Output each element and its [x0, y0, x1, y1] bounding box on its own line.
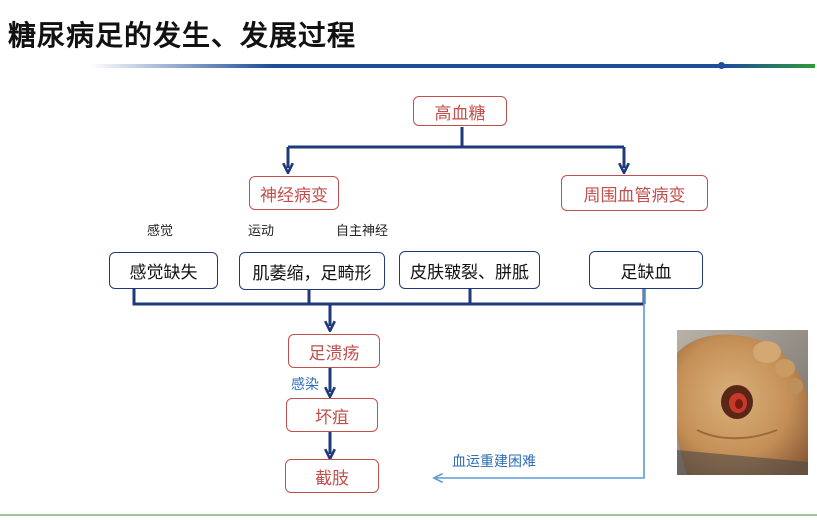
- box-hyperglycemia: 高血糖: [413, 96, 507, 126]
- label-autonomic: 自主神经: [336, 224, 389, 239]
- foot-ulcer-photo: [677, 330, 808, 475]
- label-infection: 感染: [291, 377, 319, 393]
- title-underline: [90, 64, 815, 68]
- page-title: 糖尿病足的发生、发展过程: [8, 19, 357, 52]
- box-gangrene: 坏疽: [286, 398, 378, 432]
- box-vasculopathy: 周围血管病变: [561, 175, 708, 211]
- box-skin-cracks: 皮肤皲裂、胼胝: [399, 251, 540, 289]
- box-foot-ulcer: 足溃疡: [288, 334, 380, 368]
- box-neuropathy: 神经病变: [249, 176, 339, 210]
- title-underline-dot: [718, 62, 725, 69]
- label-motor: 运动: [248, 224, 275, 239]
- footer-rule: [0, 514, 817, 516]
- connector-row-join: [132, 289, 646, 306]
- box-foot-ischemia: 足缺血: [589, 251, 703, 289]
- box-sensory-loss: 感觉缺失: [109, 252, 218, 289]
- arrow-ischemia-to-amputation: [436, 289, 645, 478]
- box-amputation: 截肢: [285, 459, 379, 493]
- box-muscle-atrophy: 肌萎缩，足畸形: [239, 252, 385, 290]
- label-sensory: 感觉: [147, 224, 174, 239]
- connector-top-to-split: [288, 127, 624, 149]
- label-revascularization-difficulty: 血运重建困难: [452, 454, 536, 470]
